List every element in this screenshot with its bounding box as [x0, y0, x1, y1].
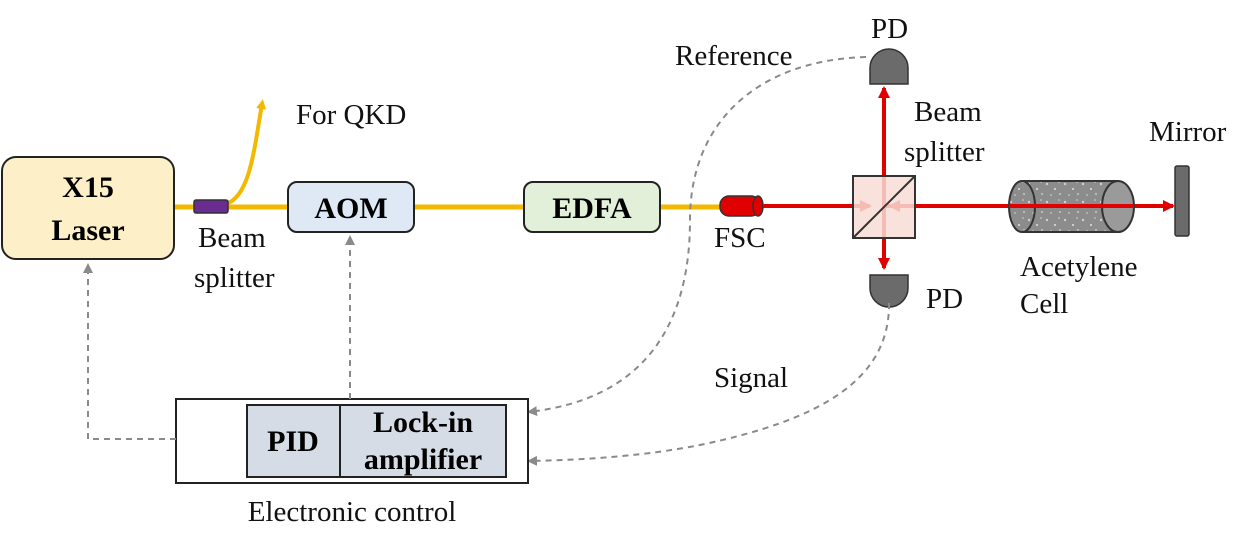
fsc-collimator [719, 195, 764, 217]
fsc-label: FSC [714, 222, 766, 254]
fiber-beam-splitter [193, 199, 229, 214]
fiber-qkd-branch [225, 99, 267, 206]
for-qkd-label: For QKD [296, 99, 406, 131]
reference-path [527, 56, 867, 417]
pid-box: PID [246, 404, 341, 478]
feedback-to-laser [83, 263, 176, 440]
mirror-icon [1174, 165, 1190, 237]
laser-label-line2: Laser [51, 214, 124, 247]
edfa-box: EDFA [523, 181, 661, 233]
laser-label-line1: X15 [62, 171, 114, 204]
mirror-label: Mirror [1149, 116, 1227, 148]
signal-path [527, 302, 891, 466]
lockin-label-line1: Lock-in [373, 406, 473, 439]
beam-splitter-1-line2: splitter [194, 262, 275, 294]
acetylene-cell-line2: Cell [1020, 288, 1068, 320]
x15-laser: X15 Laser [1, 156, 175, 260]
electronic-control-label: Electronic control [248, 496, 457, 528]
acetylene-cell-line1: Acetylene [1020, 251, 1138, 283]
reference-label: Reference [675, 40, 793, 72]
beam-splitter-2-line2: splitter [904, 136, 985, 168]
signal-label: Signal [714, 362, 788, 394]
lockin-amplifier-box: Lock-in amplifier [339, 404, 507, 478]
lockin-label-line2: amplifier [364, 443, 482, 476]
aom-label: AOM [314, 192, 387, 225]
edfa-label: EDFA [552, 192, 632, 225]
pd-top-icon [869, 48, 909, 85]
beam-splitter-2-line1: Beam [914, 96, 982, 128]
cube-beam-splitter [852, 175, 916, 239]
pd-top-label: PD [871, 13, 908, 45]
pd-bottom-label: PD [926, 283, 963, 315]
pd-bottom-icon [869, 274, 909, 308]
beam-splitter-1-line1: Beam [198, 222, 266, 254]
aom-box: AOM [287, 181, 415, 233]
pid-label: PID [267, 425, 319, 458]
